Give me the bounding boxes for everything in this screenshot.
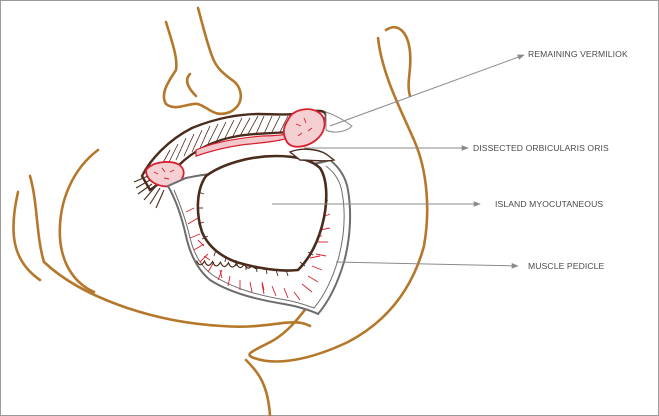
island-flap bbox=[168, 149, 350, 314]
label-dissected-orbicularis-oris: DISSECTED ORBICULARIS ORIS bbox=[473, 143, 609, 153]
nostril-left bbox=[187, 74, 196, 96]
upper-contour bbox=[60, 150, 98, 292]
leader-muscle-pedicle bbox=[336, 262, 518, 266]
label-muscle-pedicle: MUSCLE PEDICLE bbox=[528, 261, 605, 271]
neck-line bbox=[246, 360, 270, 416]
label-remaining-vermiliok: REMAINING VERMILIOK bbox=[528, 49, 628, 59]
leader-remaining-vermiliok bbox=[330, 55, 524, 126]
nose-outline bbox=[164, 8, 241, 114]
jaw-line-left bbox=[30, 176, 44, 262]
label-island-myocutaneous: ISLAND MYOCUTANEOUS bbox=[495, 199, 603, 209]
